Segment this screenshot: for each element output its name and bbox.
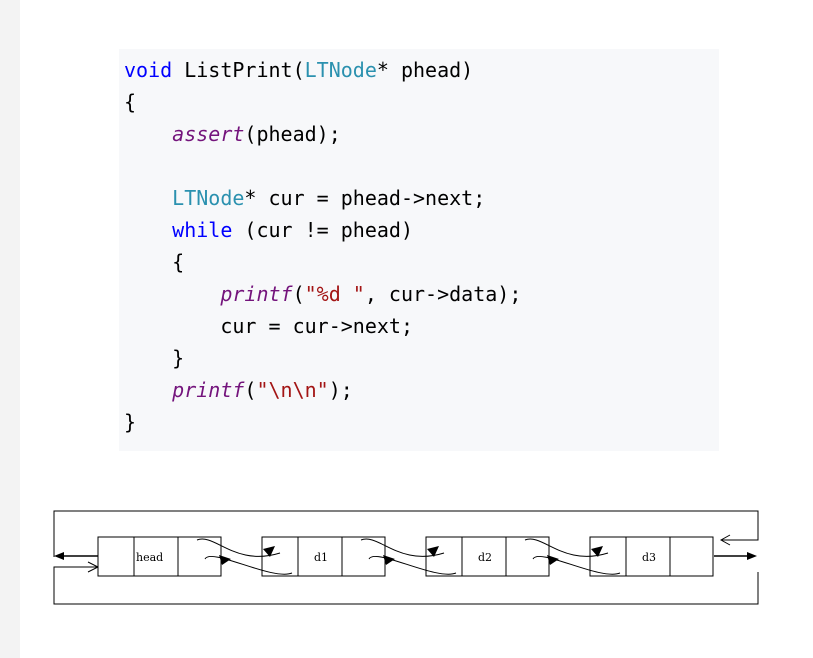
- left-prev-arrowhead: [54, 552, 64, 560]
- code-token: ListPrint(: [172, 58, 305, 82]
- code-token: "\n\n": [256, 378, 329, 402]
- code-line: }: [124, 406, 136, 438]
- link-arrows: [360, 538, 457, 575]
- code-token: * cur = phead->next;: [244, 186, 486, 210]
- code-line: LTNode* cur = phead->next;: [124, 182, 485, 214]
- outer-bottom-link: [53, 566, 759, 605]
- code-token: (: [244, 378, 257, 402]
- prev-link-curve: [204, 555, 293, 575]
- code-token: , cur->data);: [364, 282, 522, 306]
- node-label: d3: [642, 551, 656, 564]
- next-link-curve: [360, 538, 445, 557]
- code-token: LTNode: [304, 58, 377, 82]
- prev-arrowhead: [219, 555, 231, 565]
- links-group: [196, 538, 621, 575]
- code-token: (cur != phead): [232, 218, 414, 242]
- outer-top-arrowhead: [719, 534, 731, 546]
- code-token: (: [292, 282, 305, 306]
- code-token: );: [328, 378, 353, 402]
- code-token: assert: [172, 122, 245, 146]
- node-label: d2: [478, 551, 492, 564]
- node-label: head: [136, 551, 163, 564]
- code-token: cur = cur->next;: [124, 314, 413, 338]
- node-head: head: [97, 536, 222, 577]
- code-token: while: [172, 218, 233, 242]
- right-next-arrowhead: [747, 552, 757, 560]
- nodes-group: head d1 d2 d3: [97, 536, 714, 577]
- node-d2: d2: [425, 536, 550, 577]
- code-line: {: [124, 246, 184, 278]
- link-arrows: [524, 538, 621, 575]
- node-d3: d3: [589, 536, 714, 577]
- code-line: }: [124, 342, 184, 374]
- node-box: [97, 536, 222, 577]
- code-token: }: [124, 410, 137, 434]
- code-line: cur = cur->next;: [124, 310, 413, 342]
- code-line: printf("%d ", cur->data);: [124, 278, 521, 310]
- code-line: void ListPrint(LTNode* phead): [124, 54, 473, 86]
- code-token: {: [124, 90, 137, 114]
- outer-top-link: [53, 510, 759, 557]
- prev-arrowhead: [383, 555, 395, 565]
- prev-link-curve: [368, 555, 457, 575]
- code-line: {: [124, 86, 136, 118]
- code-token: void: [124, 58, 173, 82]
- next-arrowhead: [427, 546, 439, 557]
- prev-arrowhead: [547, 555, 559, 565]
- code-token: * phead): [376, 58, 474, 82]
- code-token: printf: [172, 378, 245, 402]
- node-label: d1: [314, 551, 328, 564]
- code-token: }: [124, 346, 185, 370]
- code-token: printf: [220, 282, 293, 306]
- code-token: "%d ": [304, 282, 365, 306]
- prev-link-curve: [532, 555, 621, 575]
- link-arrows: [196, 538, 293, 575]
- code-block: [119, 49, 719, 451]
- next-arrowhead: [263, 546, 275, 557]
- node-d1: d1: [261, 536, 386, 577]
- code-line: printf("\n\n");: [124, 374, 353, 406]
- node-box: [589, 536, 714, 577]
- next-arrowhead: [591, 546, 603, 557]
- code-token: (phead);: [244, 122, 341, 146]
- next-link-curve: [196, 538, 281, 557]
- code-token: LTNode: [172, 186, 245, 210]
- code-line: while (cur != phead): [124, 214, 413, 246]
- next-link-curve: [524, 538, 609, 557]
- code-line: assert(phead);: [124, 118, 341, 150]
- code-token: {: [124, 250, 185, 274]
- node-box: [425, 536, 550, 577]
